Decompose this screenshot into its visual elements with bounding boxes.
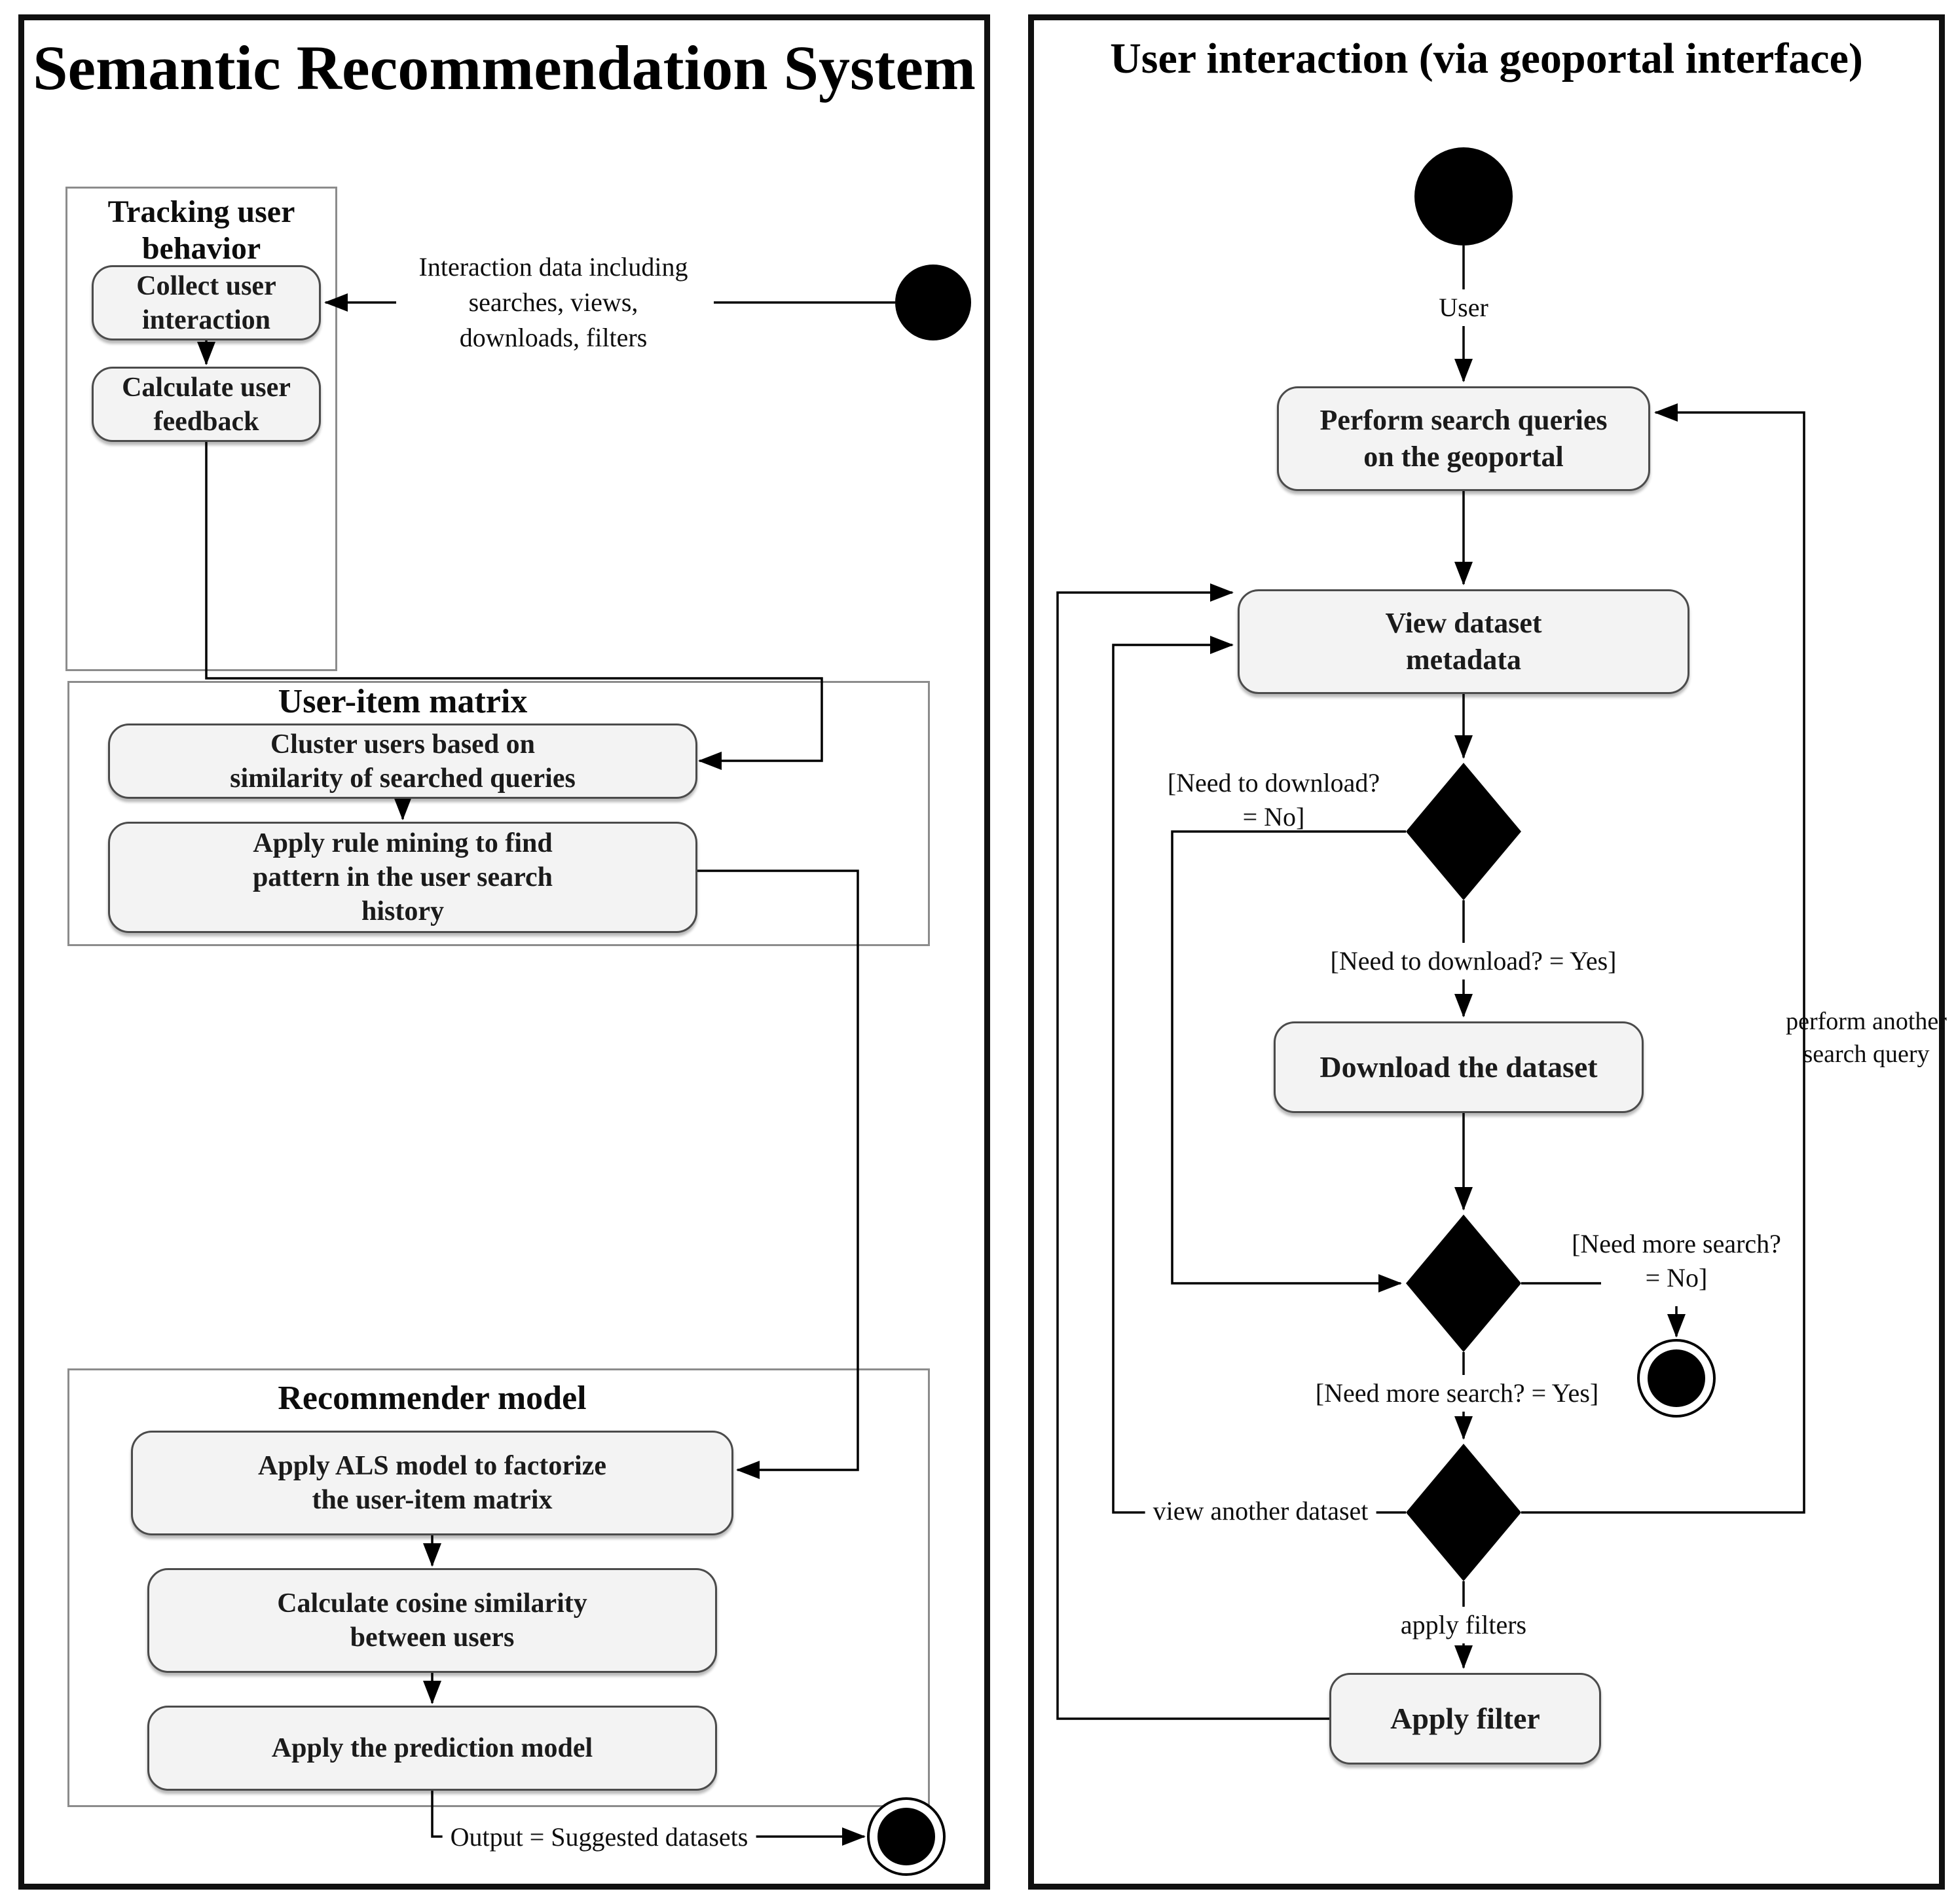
need-to-download-no-label: [Need to download? = No] [1167,768,1380,832]
tracking-title-line1: Tracking user [107,194,295,229]
group-tracking-user-behavior [65,187,337,671]
tracking-title-line2: behavior [141,231,261,266]
edge-perform-another-loop [1521,403,1805,1514]
right-final-node [1637,1339,1716,1418]
need-more-search-no-label: [Need more search? = No] [1572,1229,1781,1292]
group-recommender-model [67,1368,930,1807]
edge-rule-to-als [697,870,859,1479]
left-initial-node [895,265,971,340]
edge-decision1-no-to-decision2 [1171,830,1406,1292]
tracking-group-title: Tracking user behavior [65,194,337,267]
perform-another-search-label: perform another search query [1786,1008,1947,1068]
interaction-data-annotation: Interaction data including searches, vie… [418,252,688,352]
left-title-line1: Semantic Recommendation [33,33,768,103]
edge-filter-loop-to-view [1056,583,1329,1720]
right-panel-title: User interaction (via geoportal interfac… [1110,35,1863,82]
decision-need-more-search [1406,1215,1521,1352]
left-panel-title: Semantic Recommendation System [18,33,990,103]
left-title-line2: System [783,33,976,103]
edge-calculate-to-cluster [205,442,823,770]
output-suggested-datasets-label: Output = Suggested datasets [442,1819,756,1856]
left-final-node [867,1797,946,1876]
decision-need-to-download [1406,763,1521,900]
activity-download-dataset: Download the dataset [1274,1021,1644,1113]
left-connectors [197,293,895,1846]
group-user-item-matrix [67,681,930,946]
activity-apply-filter: Apply filter [1329,1673,1601,1765]
decision-next-action [1406,1444,1521,1581]
need-to-download-yes-label: [Need to download? = Yes] [1322,943,1625,979]
view-another-dataset-label: view another dataset [1145,1493,1376,1529]
right-panel-frame [1028,14,1945,1890]
left-panel-frame [18,14,990,1890]
apply-filters-label: apply filters [1392,1607,1535,1643]
recommender-group-title: Recommender model [278,1380,587,1417]
activity-apply-prediction-model: Apply the prediction model [147,1706,717,1791]
right-initial-node [1414,147,1513,246]
useritem-group-title: User-item matrix [278,683,528,720]
need-more-search-yes-label: [Need more search? = Yes] [1307,1375,1607,1412]
user-edge-label: User [1431,289,1496,326]
